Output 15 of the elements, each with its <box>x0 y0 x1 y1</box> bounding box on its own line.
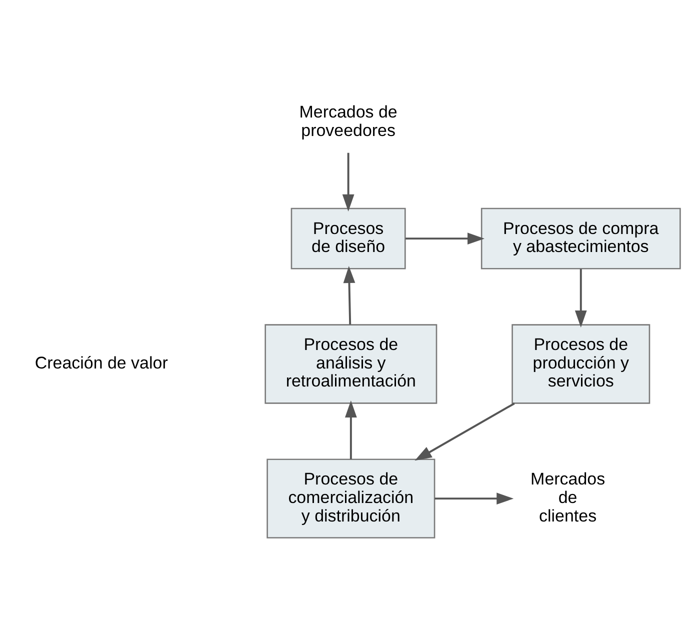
arrow <box>406 232 485 244</box>
node-box: Procesos de análisis y retroalimentación <box>264 324 438 404</box>
arrow <box>574 268 587 327</box>
node-box: Procesos de diseño <box>290 207 406 269</box>
node-text: Mercados de clientes <box>530 469 606 525</box>
arrow <box>344 400 357 459</box>
node-text: Mercados de proveedores <box>299 102 398 140</box>
arrow <box>434 492 514 504</box>
node-box: Procesos de producción y servicios <box>512 324 650 404</box>
node-box: Procesos de compra y abastecimientos <box>480 207 681 269</box>
label: Creación de valor <box>34 352 168 372</box>
node-box: Procesos de comercialización y distribución <box>266 458 436 538</box>
arrow <box>414 402 515 460</box>
arrow <box>343 266 356 324</box>
arrow <box>342 152 354 211</box>
